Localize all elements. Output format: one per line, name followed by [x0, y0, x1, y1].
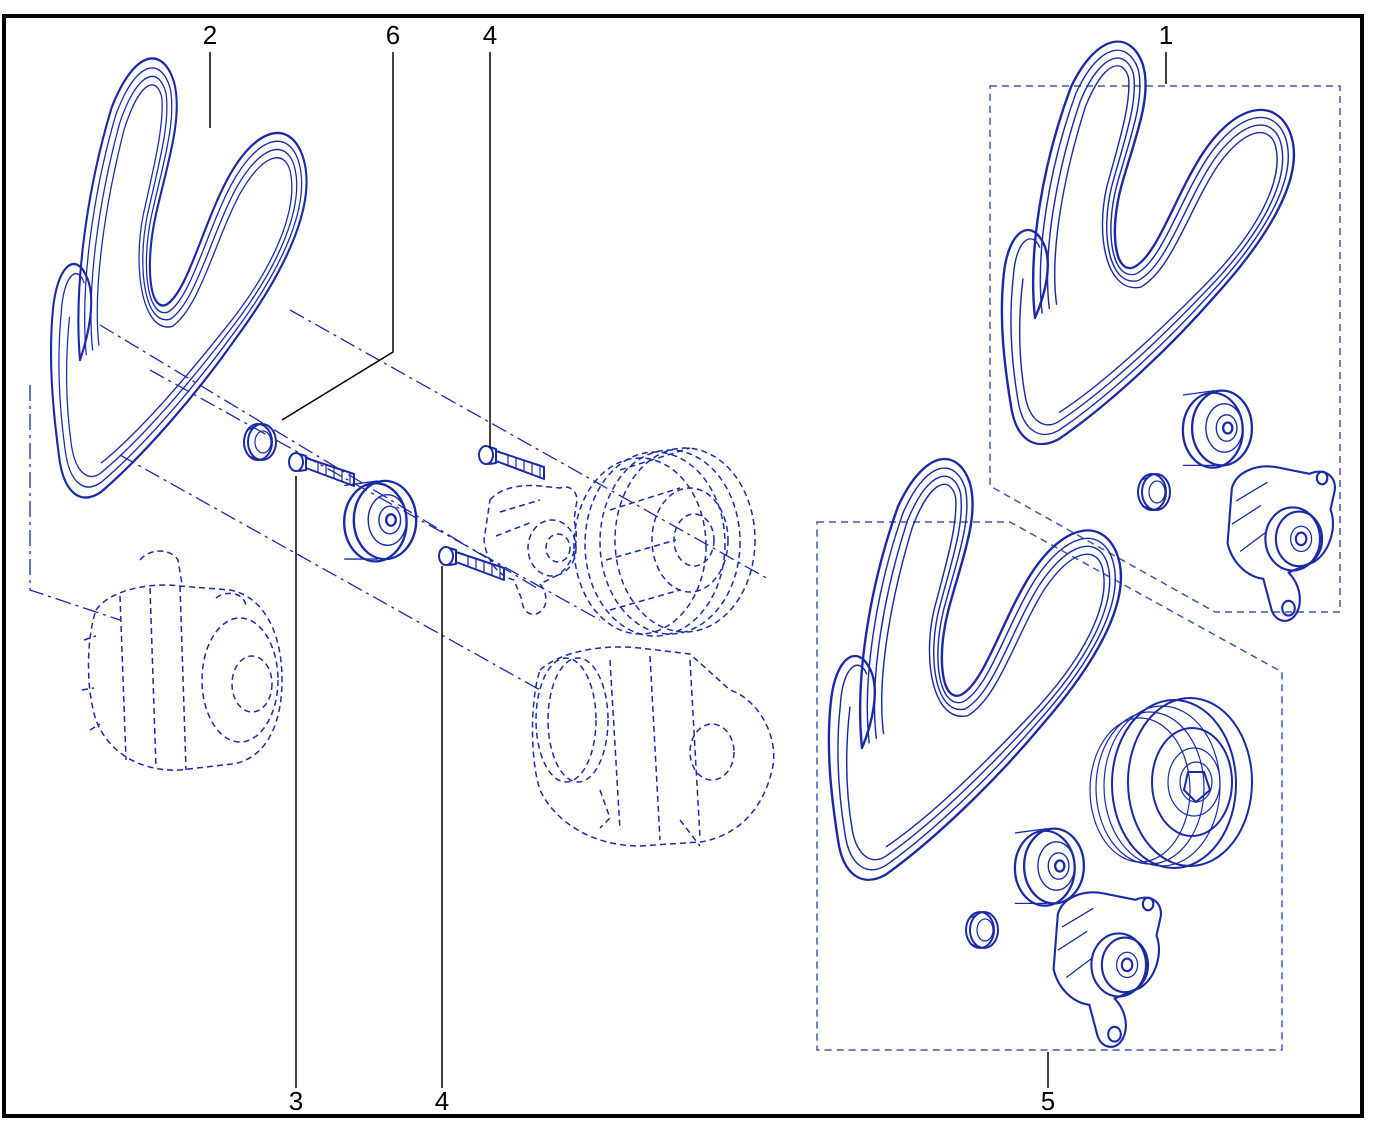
- callout-4-top: 4: [483, 20, 497, 50]
- kit-1-group: [989, 40, 1341, 622]
- callout-3: 3: [289, 1086, 303, 1116]
- ac-compressor-ghost: [531, 646, 775, 847]
- callout-4-bottom: 4: [435, 1086, 449, 1116]
- crankshaft-pulley-ghost: [573, 447, 756, 637]
- kit-5-group: [816, 457, 1283, 1051]
- callout-6: 6: [386, 20, 400, 50]
- main-assembly: [29, 57, 775, 847]
- crankshaft-pulley: [1089, 697, 1253, 869]
- tensioner-ghost: [483, 484, 578, 616]
- alternator-ghost: [81, 550, 283, 771]
- callouts: 2 6 4 1 3 4 5: [203, 20, 1173, 1116]
- callout-5: 5: [1041, 1086, 1055, 1116]
- callout-2: 2: [203, 20, 217, 50]
- callout-1: 1: [1159, 20, 1173, 50]
